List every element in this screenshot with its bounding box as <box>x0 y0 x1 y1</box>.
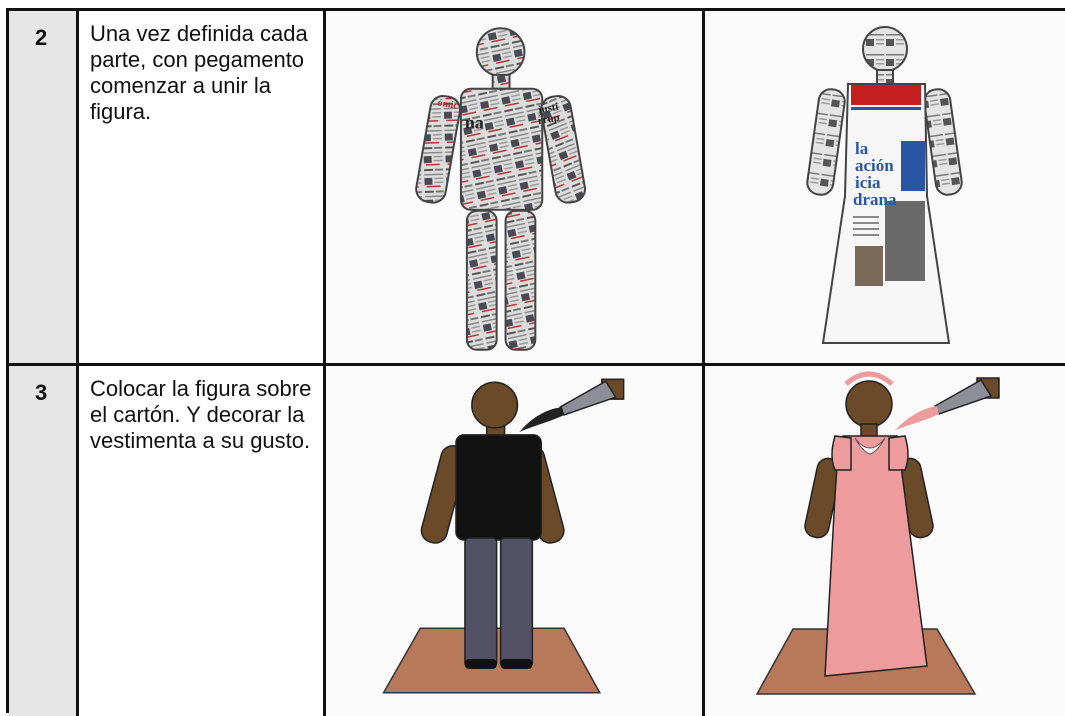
step-text-cell: Colocar la figura sobre el cartón. Y dec… <box>79 366 326 716</box>
newspaper-fragment: icia <box>855 173 881 192</box>
newspaper-fragment: ómic <box>437 97 460 111</box>
step-text: Colocar la figura sobre el cartón. Y dec… <box>90 376 312 453</box>
table-row: 3 Colocar la figura sobre el cartón. Y d… <box>9 366 1065 716</box>
female-figure-on-cardboard-illustration <box>755 371 1000 695</box>
collage-female-figure: la ación icia drana <box>705 11 1065 363</box>
step-number: 3 <box>35 380 48 405</box>
step-text-cell: Una vez definida cada parte, con pegamen… <box>79 11 326 363</box>
step-number-cell: 2 <box>9 11 79 363</box>
female-newspaper-figure-illustration: la ación icia drana <box>806 26 963 344</box>
newspaper-fragment: na <box>465 112 484 132</box>
instructions-table: 2 Una vez definida cada parte, con pegam… <box>6 8 1065 716</box>
step-number: 2 <box>35 25 48 50</box>
newspaper-fragment: justi <box>536 101 559 117</box>
collage-male-figure: na justi rrup ómic <box>326 11 705 363</box>
newspaper-fragment: rrup <box>537 112 561 128</box>
step-number-cell: 3 <box>9 366 79 716</box>
paintbrush-icon <box>895 377 1000 430</box>
newspaper-fragment: la <box>855 139 869 158</box>
painted-female-figure <box>705 366 1065 716</box>
male-figure-on-cardboard-illustration <box>382 378 625 694</box>
table-row: 2 Una vez definida cada parte, con pegam… <box>9 11 1065 366</box>
male-newspaper-figure-illustration: na justi rrup ómic <box>415 27 587 351</box>
painted-male-figure <box>326 366 705 716</box>
newspaper-fragment: ación <box>855 156 894 175</box>
newspaper-fragment: drana <box>853 190 897 209</box>
paintbrush-icon <box>519 378 625 432</box>
step-text: Una vez definida cada parte, con pegamen… <box>90 21 308 124</box>
